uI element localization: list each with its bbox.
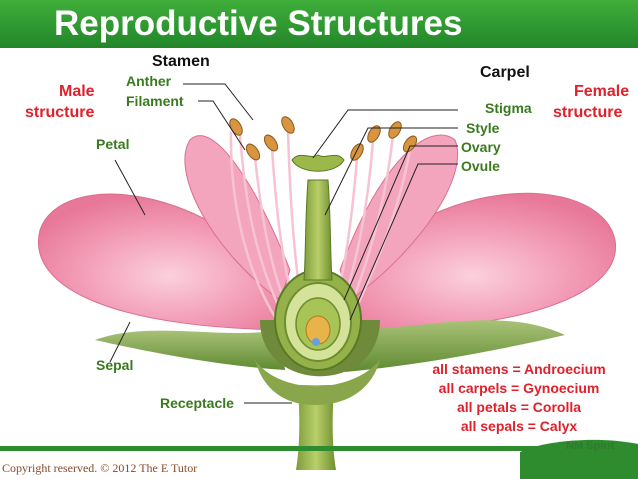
petal-back-right [339, 134, 459, 301]
summary-box: all stamens = Androecium all carpels = G… [410, 360, 628, 436]
summary-line: all stamens = Androecium [432, 361, 606, 377]
label-male-2: structure [25, 104, 95, 121]
label-anther: Anther [126, 73, 172, 89]
label-ovule: Ovule [461, 158, 500, 174]
footer-divider [0, 446, 638, 451]
label-male-1: Male [59, 83, 95, 100]
copyright-text: Copyright reserved. © 2012 The E Tutor [2, 461, 198, 475]
credit-text: NM Spirit [566, 440, 615, 452]
label-carpel: Carpel [480, 64, 530, 81]
title-bar: Reproductive Structures [0, 0, 638, 48]
label-stamen: Stamen [152, 53, 210, 70]
label-petal: Petal [96, 136, 130, 152]
sepal-left [95, 330, 285, 370]
summary-line: all petals = Corolla [456, 399, 582, 415]
summary-line: all carpels = Gynoecium [438, 380, 600, 396]
label-style: Style [466, 120, 500, 136]
label-female-2: structure [553, 104, 623, 121]
label-ovary: Ovary [461, 139, 501, 155]
summary-line: all sepals = Calyx [460, 418, 578, 434]
sepal-right [345, 320, 565, 372]
label-stigma: Stigma [485, 100, 532, 116]
label-female-1: Female [574, 83, 630, 100]
receptacle [255, 360, 380, 405]
label-sepal: Sepal [96, 357, 134, 373]
style [303, 179, 333, 281]
stigma [291, 154, 345, 172]
slide-title: Reproductive Structures [54, 4, 463, 43]
petal-left [38, 193, 301, 331]
pointer-lines [109, 83, 458, 404]
label-receptacle: Receptacle [160, 395, 234, 411]
label-filament: Filament [126, 93, 184, 109]
